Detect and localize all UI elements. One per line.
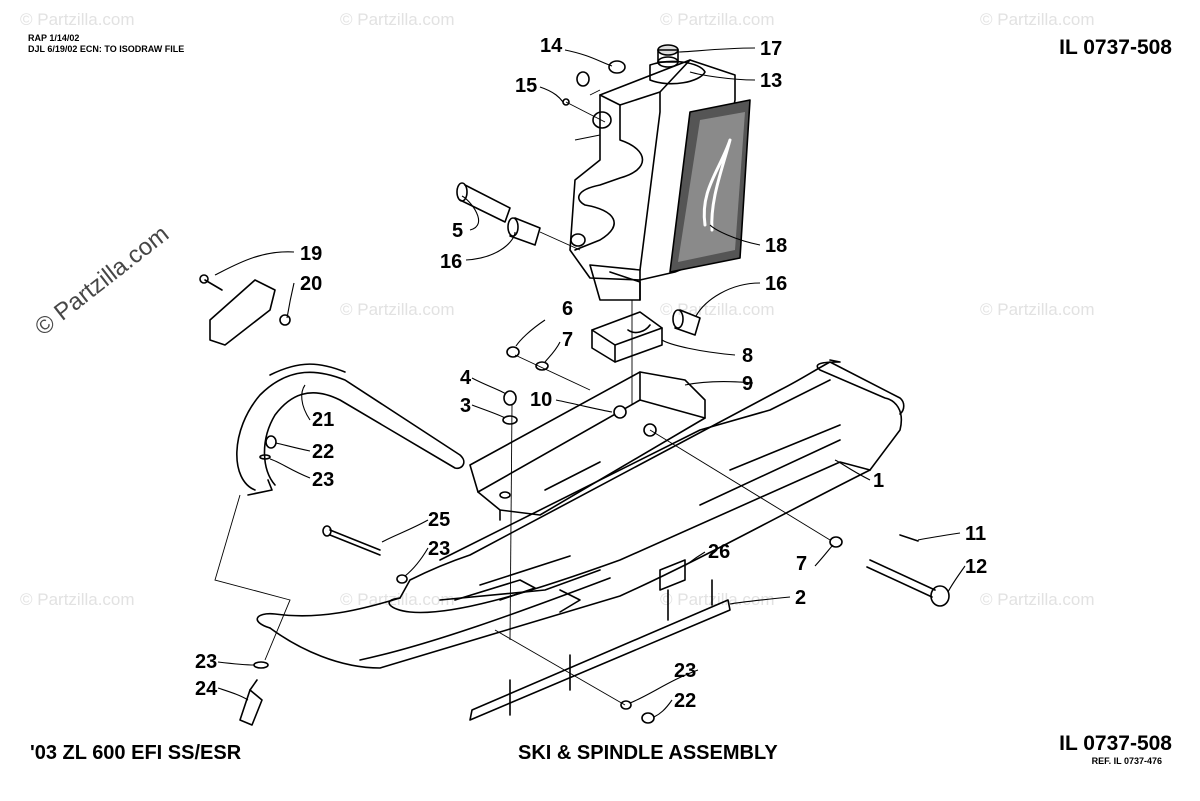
callout-1: 1 [873, 470, 884, 492]
callout-13: 13 [760, 70, 782, 92]
watermark-tile: © Partzilla.com [340, 300, 455, 319]
bumper-part [659, 559, 686, 591]
spindle-part [569, 59, 736, 301]
callout-20: 20 [300, 273, 322, 295]
callout-23: 23 [312, 469, 334, 491]
washer-part [620, 700, 632, 710]
callout-2: 2 [795, 587, 806, 609]
callout-23: 23 [428, 538, 450, 560]
nut-part [265, 435, 277, 449]
handle-part [236, 363, 465, 496]
callout-25: 25 [428, 509, 450, 531]
callout-6: 6 [562, 298, 573, 320]
nut-part [506, 346, 520, 358]
watermark-tile: © Partzilla.com [660, 10, 775, 29]
callout-19: 19 [300, 243, 322, 265]
saddle-part [469, 371, 706, 521]
watermark-tile: © Partzilla.com [20, 10, 135, 29]
nut-part [503, 390, 517, 406]
callout-8: 8 [742, 345, 753, 367]
cap-part [657, 44, 679, 68]
reference-note: REF. IL 0737-476 [1091, 756, 1162, 766]
bolt-part [829, 534, 950, 607]
callout-7: 7 [562, 329, 573, 351]
callout-23: 23 [674, 660, 696, 682]
washer-part [502, 415, 518, 425]
block-part [591, 311, 663, 363]
decal-part [669, 99, 751, 273]
runner-part [469, 579, 731, 721]
bushing-part [456, 182, 701, 336]
callout-7: 7 [796, 553, 807, 575]
callout-16: 16 [440, 251, 462, 273]
washer-part [535, 361, 549, 371]
ski-part [256, 359, 905, 669]
bolt-part [322, 525, 408, 584]
callout-17: 17 [760, 38, 782, 60]
callout-5: 5 [452, 220, 463, 242]
nut-part [641, 712, 655, 724]
diagram-title: SKI & SPINDLE ASSEMBLY [518, 742, 778, 764]
callout-23: 23 [195, 651, 217, 673]
watermark-tile: © Partzilla.com [20, 590, 135, 609]
callout-18: 18 [765, 235, 787, 257]
callout-3: 3 [460, 395, 471, 417]
callout-14: 14 [540, 35, 563, 57]
callout-10: 10 [530, 389, 552, 411]
callout-11: 11 [965, 523, 986, 545]
watermark-tile: © Partzilla.com [660, 590, 775, 609]
illustration-ref-top: IL 0737-508 [1059, 36, 1172, 59]
callout-16: 16 [765, 273, 787, 295]
watermark-tile: © Partzilla.com [340, 10, 455, 29]
revision-note-2: DJL 6/19/02 ECN: TO ISODRAW FILE [28, 44, 185, 54]
illustration-ref-bottom: IL 0737-508 [1059, 732, 1172, 755]
callout-15: 15 [515, 75, 537, 97]
nut-part [576, 71, 590, 87]
washer-part [259, 454, 271, 460]
watermark-tile: © Partzilla.com [980, 300, 1095, 319]
callout-labels: 14 17 13 15 5 16 18 16 19 20 6 7 8 4 9 3… [195, 35, 987, 712]
watermark-tile: © Partzilla.com [980, 590, 1095, 609]
revision-note-1: RAP 1/14/02 [28, 33, 80, 43]
washer-part [608, 60, 626, 74]
model-name: '03 ZL 600 EFI SS/ESR [30, 742, 242, 764]
callout-22: 22 [312, 441, 334, 463]
callout-22: 22 [674, 690, 696, 712]
bolt-part [239, 661, 269, 726]
bracket-part [199, 274, 291, 346]
callout-21: 21 [312, 409, 334, 431]
callout-24: 24 [195, 678, 218, 700]
callout-26: 26 [708, 541, 730, 563]
callout-12: 12 [965, 556, 987, 578]
callout-9: 9 [742, 373, 753, 395]
callout-4: 4 [460, 367, 472, 389]
watermark-tile: © Partzilla.com [980, 10, 1095, 29]
centerlines [214, 89, 831, 706]
leader-lines [214, 47, 966, 718]
